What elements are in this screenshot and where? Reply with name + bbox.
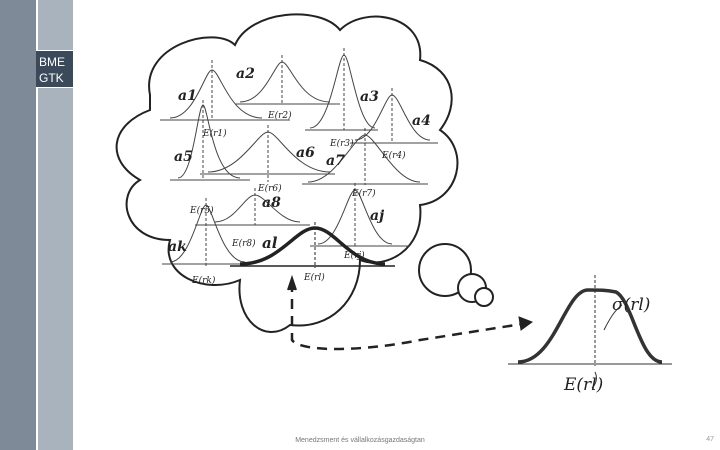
label-a7: a7 xyxy=(326,153,345,169)
label-a2: a2 xyxy=(236,66,255,82)
bme-gtk-logo: BME GTK xyxy=(36,50,73,88)
thought-cloud xyxy=(115,13,459,333)
label-a5: a5 xyxy=(174,149,193,165)
big-distribution xyxy=(508,275,672,389)
label-er5: E(r5) xyxy=(189,205,214,216)
logo-line-1: BME xyxy=(39,55,66,69)
page-number: 47 xyxy=(706,436,714,443)
label-a8: a8 xyxy=(262,195,281,211)
label-er4: E(r4) xyxy=(381,150,406,161)
logo-line-2: GTK xyxy=(39,71,64,85)
arrow-head xyxy=(518,316,534,331)
small-distributions xyxy=(160,48,438,268)
dashed-arrow xyxy=(287,274,534,351)
label-al: al xyxy=(262,234,278,252)
big-mean-label: E(rl) xyxy=(563,375,603,395)
label-er6: E(r6) xyxy=(257,183,282,194)
sigma-pointer xyxy=(603,304,623,331)
sidebar-divider xyxy=(36,0,38,450)
label-erk: E(rk) xyxy=(191,275,216,286)
label-a4: a4 xyxy=(412,113,431,129)
highlighted-distribution-al xyxy=(230,222,395,268)
big-curve xyxy=(517,288,663,364)
mean-pointer xyxy=(591,371,597,389)
label-a6: a6 xyxy=(296,145,315,161)
label-erl: E(rl) xyxy=(303,272,325,283)
label-a3: a3 xyxy=(360,89,379,105)
distribution-labels: a1 a2 a3 a4 a5 a6 a7 a8 ak al aj E(r1) E… xyxy=(168,66,431,286)
label-ak: ak xyxy=(168,239,187,255)
label-aj: aj xyxy=(370,208,384,224)
label-a1: a1 xyxy=(178,88,197,104)
sidebar-dark-band xyxy=(0,0,36,450)
label-er8: E(r8) xyxy=(231,238,256,249)
big-sigma-label: σ(rl) xyxy=(612,295,650,315)
label-er3: E(r3) xyxy=(329,138,354,149)
thought-bubbles xyxy=(418,243,494,307)
label-er2: E(r2) xyxy=(267,110,292,121)
label-er1: E(r1) xyxy=(202,128,227,139)
footer-text: Menedzsment és vállalkozásgazdaságtan xyxy=(295,437,425,444)
label-erj: E(rj) xyxy=(343,250,365,261)
label-er7: E(r7) xyxy=(351,188,376,199)
